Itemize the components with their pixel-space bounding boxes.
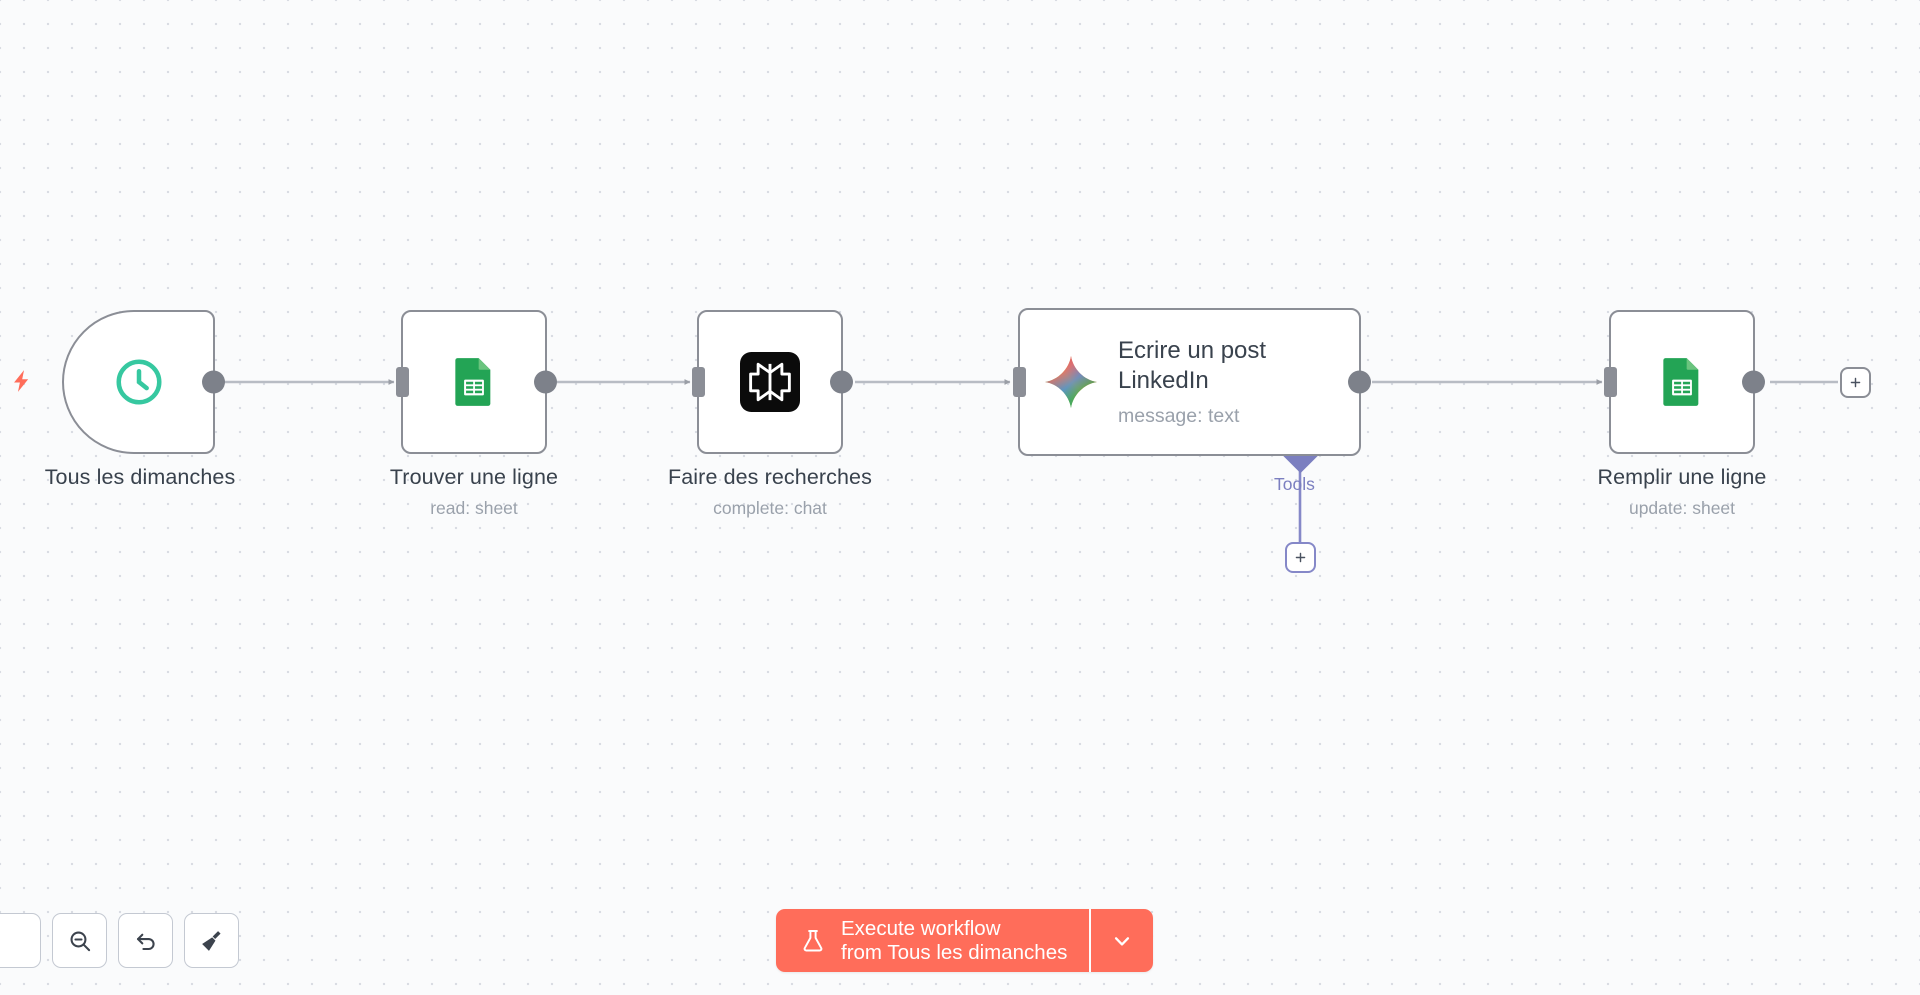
node-perplexity-research[interactable] xyxy=(692,310,853,454)
zoom-out-icon xyxy=(70,931,90,951)
input-port[interactable] xyxy=(1604,367,1617,397)
execute-label-primary: Execute workflow xyxy=(841,916,1001,940)
add-node-button[interactable] xyxy=(1840,367,1871,398)
add-tool-button[interactable] xyxy=(1285,542,1316,573)
node-schedule-trigger[interactable] xyxy=(62,310,225,454)
node-subtitle: update: sheet xyxy=(1628,497,1736,518)
execute-workflow-button-group: Execute workflow from Tous les dimanches xyxy=(776,909,1153,972)
flask-icon xyxy=(803,929,823,952)
toolbar-spacer-button[interactable] xyxy=(0,913,41,968)
node-subtitle: complete: chat xyxy=(713,497,827,518)
node-google-sheets-read[interactable] xyxy=(396,310,557,454)
output-port[interactable] xyxy=(1347,370,1371,394)
plus-icon xyxy=(1295,552,1306,563)
output-port[interactable] xyxy=(829,370,853,394)
execute-options-button[interactable] xyxy=(1090,909,1153,972)
output-port[interactable] xyxy=(1741,370,1765,394)
caption-google-sheets-read: Trouver une ligne read: sheet xyxy=(274,465,674,519)
caption-perplexity-research: Faire des recherches complete: chat xyxy=(570,465,970,519)
google-sheets-icon xyxy=(455,358,491,406)
clock-icon xyxy=(116,359,161,405)
output-port[interactable] xyxy=(533,370,557,394)
node-title: Remplir une ligne xyxy=(1597,465,1767,489)
gemini-icon xyxy=(1045,356,1097,408)
node-subtitle: message: text xyxy=(1118,405,1240,427)
execute-label-secondary: from Tous les dimanches xyxy=(841,941,1067,965)
chevron-down-icon xyxy=(1114,936,1129,946)
google-sheets-icon xyxy=(1663,358,1699,406)
execute-from-prefix: from xyxy=(841,940,888,964)
tidy-up-button[interactable] xyxy=(184,913,239,968)
node-title: Ecrire un post LinkedIn xyxy=(1118,337,1267,394)
execute-divider xyxy=(1089,909,1091,972)
node-title: Tous les dimanches xyxy=(44,465,236,489)
perplexity-icon xyxy=(740,352,800,412)
node-gemini-linkedin-post[interactable]: Ecrire un post LinkedIn message: text xyxy=(1013,308,1371,456)
output-port[interactable] xyxy=(201,370,225,394)
node-title: Trouver une ligne xyxy=(389,465,559,489)
caption-google-sheets-update: Remplir une ligne update: sheet xyxy=(1482,465,1882,519)
node-subtitle: read: sheet xyxy=(430,497,518,518)
tools-connector-label: Tools xyxy=(1274,474,1315,494)
broom-icon xyxy=(201,930,221,951)
execute-workflow-button[interactable]: Execute workflow from Tous les dimanches xyxy=(776,909,1090,972)
caption-schedule-trigger: Tous les dimanches xyxy=(0,465,340,491)
input-port[interactable] xyxy=(396,367,409,397)
reset-zoom-button[interactable] xyxy=(118,913,173,968)
plus-icon xyxy=(1850,377,1861,388)
trigger-bolt-icon xyxy=(14,370,29,392)
undo-arrow-icon xyxy=(136,933,155,950)
node-title: Faire des recherches xyxy=(668,465,872,489)
execute-from-node: Tous les dimanches xyxy=(887,940,1068,964)
node-google-sheets-update[interactable] xyxy=(1604,310,1765,454)
input-port[interactable] xyxy=(692,367,705,397)
zoom-out-button[interactable] xyxy=(52,913,107,968)
input-port[interactable] xyxy=(1013,367,1026,397)
canvas-toolbar xyxy=(0,913,239,968)
